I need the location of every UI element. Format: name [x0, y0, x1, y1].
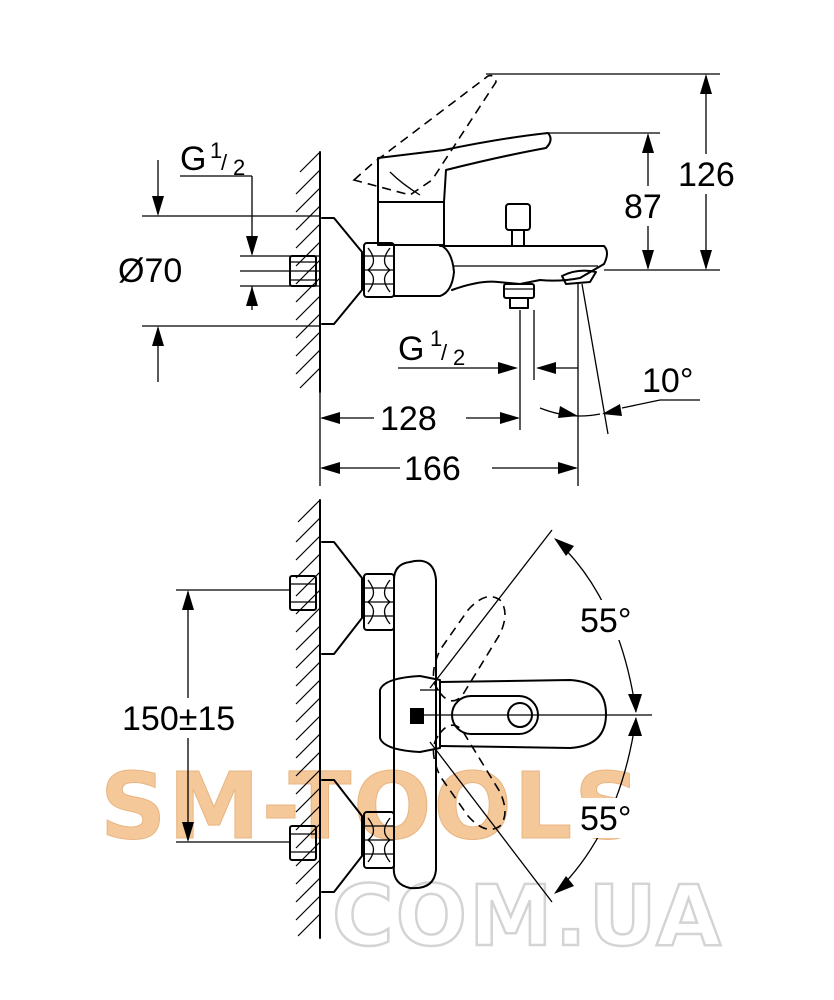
angle-construction: 55° 55° — [410, 529, 652, 903]
dim-depths: 128 166 — [319, 392, 578, 488]
height-lever-label: 87 — [624, 188, 662, 226]
dim-spout-angle: 10° — [539, 283, 700, 486]
thread-top-den: 2 — [233, 155, 245, 180]
angle-up-label: 55° — [580, 602, 631, 640]
watermark: SM-TOOLS COM.UA — [100, 753, 723, 967]
dim-heights: 87 126 — [486, 73, 744, 271]
spacing-label: 150±15 — [122, 700, 235, 738]
lever-up-outline — [432, 595, 506, 702]
thread-bottom-den: 2 — [453, 345, 465, 370]
depth-outlet-label: 128 — [380, 400, 437, 438]
rosette-top — [289, 541, 395, 655]
thread-bottom-slash: / — [441, 340, 448, 365]
front-view: 55° 55° 150±15 — [120, 499, 652, 939]
wall-front — [295, 499, 321, 939]
diameter-label: Ø70 — [118, 252, 182, 290]
height-total-label: 126 — [678, 156, 735, 194]
lever-column — [377, 201, 445, 246]
thread-top-main: G — [180, 140, 206, 178]
depth-total-label: 166 — [404, 450, 461, 488]
mixer-body-side — [393, 244, 455, 297]
spout-side — [439, 245, 608, 291]
angle-down-label: 55° — [580, 800, 631, 838]
lever-raised-outline — [352, 74, 497, 196]
thread-bottom-main: G — [398, 330, 424, 368]
watermark-line2: COM.UA — [332, 867, 723, 965]
dim-spacing: 150±15 — [120, 589, 290, 843]
mixer-body-front — [392, 559, 437, 890]
thread-top-num: 1 — [210, 138, 222, 163]
lever-side — [377, 132, 552, 203]
dim-diameter: Ø70 — [118, 160, 320, 382]
dim-thread-bottom: G 1 / 2 — [398, 310, 578, 430]
diverter-knob — [505, 203, 531, 247]
dim-thread-top: G 1 / 2 — [180, 138, 320, 310]
side-view: G 1 / 2 Ø70 87 — [118, 73, 744, 488]
nut-side — [363, 242, 395, 298]
rosette-bottom — [289, 779, 395, 893]
spout-outlet — [561, 269, 597, 285]
spout-angle-label: 10° — [642, 362, 693, 400]
rosette-side — [321, 217, 363, 325]
lever-front — [379, 675, 607, 753]
thread-bottom-num: 1 — [430, 326, 442, 351]
shower-outlet — [503, 283, 535, 309]
thread-top-slash: / — [221, 150, 228, 175]
